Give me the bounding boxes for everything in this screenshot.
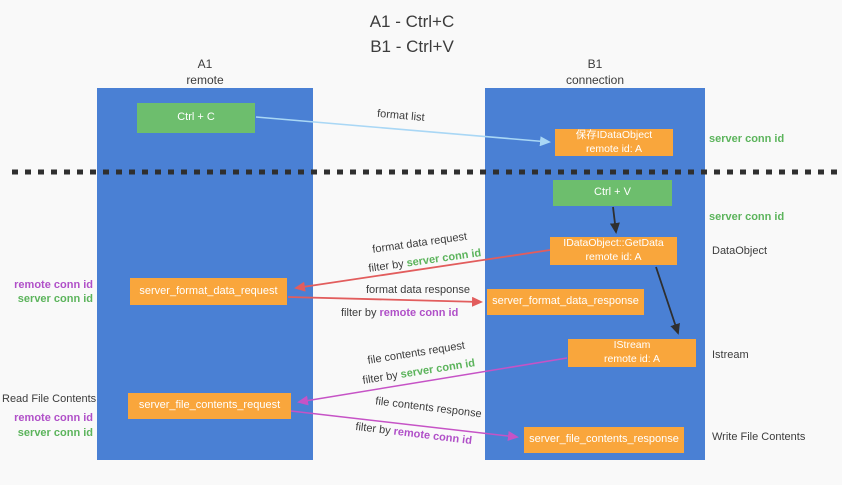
save-dataobject-line1: 保存IDataObject bbox=[575, 128, 653, 141]
left-conn-id-group-1: remote conn id server conn id bbox=[8, 278, 93, 307]
flow-label-format-list: format list bbox=[377, 108, 429, 124]
remote-conn-id-label: remote conn id bbox=[14, 279, 93, 291]
flow-label-file-contents-response: file contents response bbox=[375, 395, 486, 420]
side-label-server-conn-id-mid: server conn id bbox=[709, 211, 785, 223]
server-format-data-request-label: server_format_data_request bbox=[139, 284, 278, 297]
server-conn-id-text: server conn id bbox=[399, 357, 476, 381]
istream-line1: IStream bbox=[613, 339, 651, 352]
flow-label-format-data-response: format data response bbox=[366, 284, 473, 296]
server-format-data-response-box: server_format_data_response bbox=[487, 289, 644, 315]
remote-conn-id-text: remote conn id bbox=[392, 425, 473, 448]
side-label-write-file-contents: Write File Contents bbox=[712, 431, 806, 443]
server-file-contents-response-box: server_file_contents_response bbox=[524, 427, 684, 453]
filter-by-text: filter by bbox=[354, 420, 392, 438]
istream-line2: remote id: A bbox=[603, 353, 661, 365]
ctrl-v-box: Ctrl + V bbox=[553, 180, 672, 206]
file-contents-response-text: file contents response bbox=[374, 395, 483, 421]
ctrl-c-box: Ctrl + C bbox=[137, 103, 255, 133]
server-file-contents-request-box: server_file_contents_request bbox=[128, 393, 291, 419]
filter-by-text: filter by bbox=[361, 369, 399, 387]
server-format-data-request-box: server_format_data_request bbox=[130, 278, 287, 305]
getdata-line1: IDataObject::GetData bbox=[563, 237, 664, 250]
ctrl-v-label: Ctrl + V bbox=[594, 186, 631, 199]
server-format-data-response-label: server_format_data_response bbox=[492, 295, 639, 308]
ctrl-c-label: Ctrl + C bbox=[177, 111, 215, 124]
remote-conn-id-label: remote conn id bbox=[14, 412, 93, 425]
side-label-server-conn-id-top: server conn id bbox=[709, 133, 785, 145]
left-column-name: A1 bbox=[197, 57, 213, 71]
left-column-role: remote bbox=[186, 72, 224, 87]
title-line-2: B1 - Ctrl+V bbox=[370, 36, 454, 56]
title-line-1: A1 - Ctrl+C bbox=[369, 12, 455, 31]
side-label-istream: Istream bbox=[712, 349, 749, 361]
filter-by-text: filter by bbox=[341, 307, 377, 319]
server-conn-id-label: server conn id bbox=[17, 426, 93, 439]
getdata-line2: remote id: A bbox=[585, 251, 642, 263]
save-dataobject-box: 保存IDataObject remote id: A bbox=[555, 129, 673, 156]
right-column-header: B1 connection bbox=[485, 57, 705, 88]
server-file-contents-response-label: server_file_contents_response bbox=[529, 433, 679, 446]
filter-by-text: filter by bbox=[367, 258, 405, 275]
save-dataobject-line2: remote id: A bbox=[585, 142, 643, 155]
right-column-name: B1 bbox=[587, 57, 603, 71]
left-column-header: A1 remote bbox=[97, 57, 313, 88]
server-conn-id-label: server conn id bbox=[17, 293, 93, 306]
format-list-text: format list bbox=[376, 107, 426, 124]
right-column-role: connection bbox=[565, 72, 625, 87]
read-file-contents-label: Read File Contents bbox=[2, 393, 97, 405]
side-label-dataobject: DataObject bbox=[712, 245, 768, 257]
left-conn-id-group-2: Read File Contents remote conn id server… bbox=[2, 392, 97, 440]
diagram-title: A1 - Ctrl+C B1 - Ctrl+V bbox=[0, 10, 824, 59]
server-conn-id-text: server conn id bbox=[405, 247, 482, 270]
server-file-contents-request-label: server_file_contents_request bbox=[138, 399, 281, 412]
istream-box: IStream remote id: A bbox=[568, 339, 696, 367]
format-data-response-text: format data response bbox=[366, 284, 470, 296]
getdata-box: IDataObject::GetData remote id: A bbox=[550, 237, 677, 265]
arrow-format-data-response bbox=[287, 296, 483, 307]
remote-conn-id-text: remote conn id bbox=[379, 307, 459, 319]
